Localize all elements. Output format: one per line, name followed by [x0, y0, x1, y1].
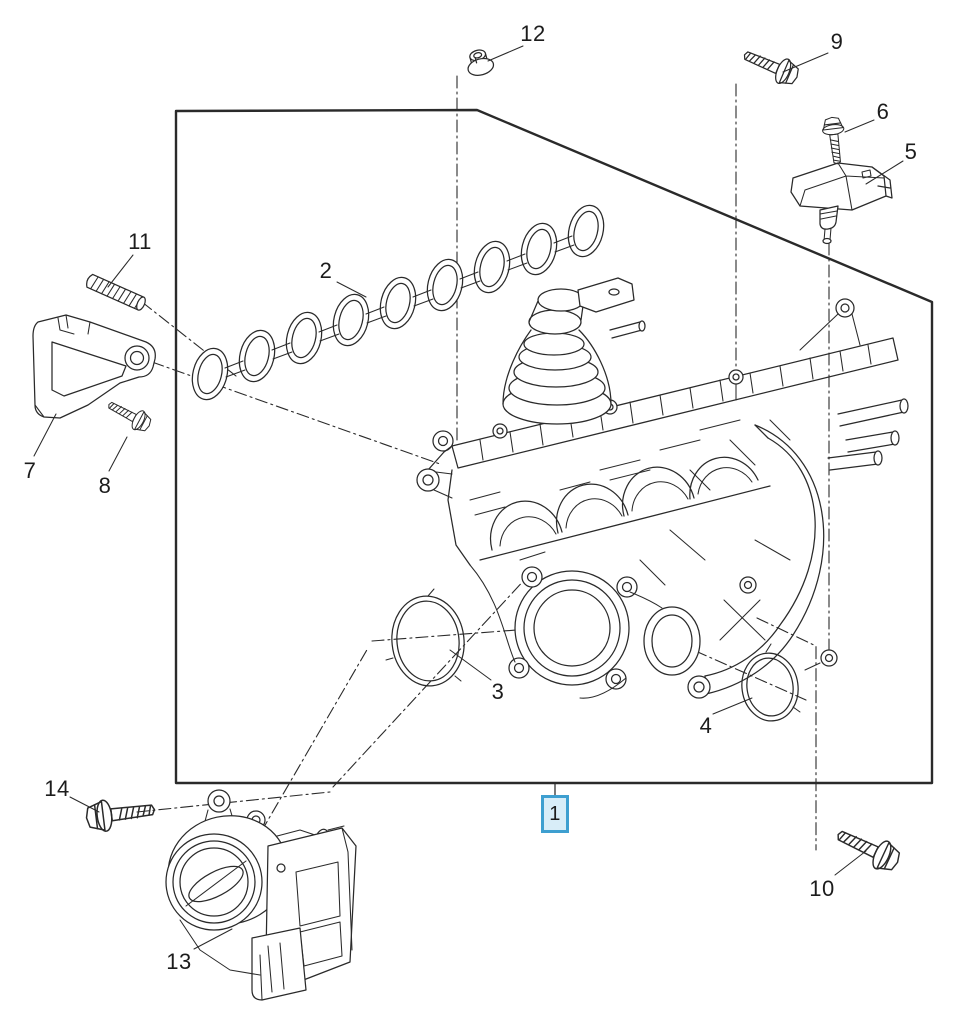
callout-7[interactable]: 7	[23, 458, 37, 483]
part-4-manifold-port-seal	[741, 643, 801, 722]
part-7-support-bracket	[32, 314, 156, 419]
callout-3[interactable]: 3	[491, 679, 505, 704]
callout-8[interactable]: 8	[98, 473, 112, 498]
leader-lines	[33, 45, 904, 950]
part-1-intake-manifold	[416, 277, 909, 699]
callout-12[interactable]: 12	[520, 21, 546, 46]
callout-4[interactable]: 4	[699, 713, 713, 738]
callout-14[interactable]: 14	[44, 776, 70, 801]
callout-11[interactable]: 11	[128, 229, 152, 254]
callout-2[interactable]: 2	[319, 258, 333, 283]
part-5-map-sensor	[790, 162, 893, 245]
centerlines	[136, 75, 830, 852]
part-12-nut	[467, 49, 495, 76]
part-13-throttle-body	[165, 789, 357, 1001]
callout-13[interactable]: 13	[166, 949, 192, 974]
part-8-bracket-bolt	[103, 394, 155, 436]
part-9-bolt	[738, 42, 803, 90]
part-2-intake-manifold-gasket	[191, 204, 605, 401]
callout-9[interactable]: 9	[830, 29, 844, 54]
enclosure-box	[174, 108, 934, 796]
part-10-bolt-long	[831, 820, 905, 877]
callout-1-highlight-box[interactable]: 1	[541, 795, 569, 833]
callout-5[interactable]: 5	[904, 139, 918, 164]
callout-10[interactable]: 10	[809, 876, 835, 901]
part-11-stud	[86, 273, 146, 311]
part-3-throttle-body-seal	[385, 588, 465, 687]
part-14-throttle-body-bolt	[83, 793, 158, 835]
callout-6[interactable]: 6	[876, 99, 890, 124]
part-6-sensor-bolt	[820, 115, 849, 166]
callout-1[interactable]: 1	[549, 802, 561, 825]
